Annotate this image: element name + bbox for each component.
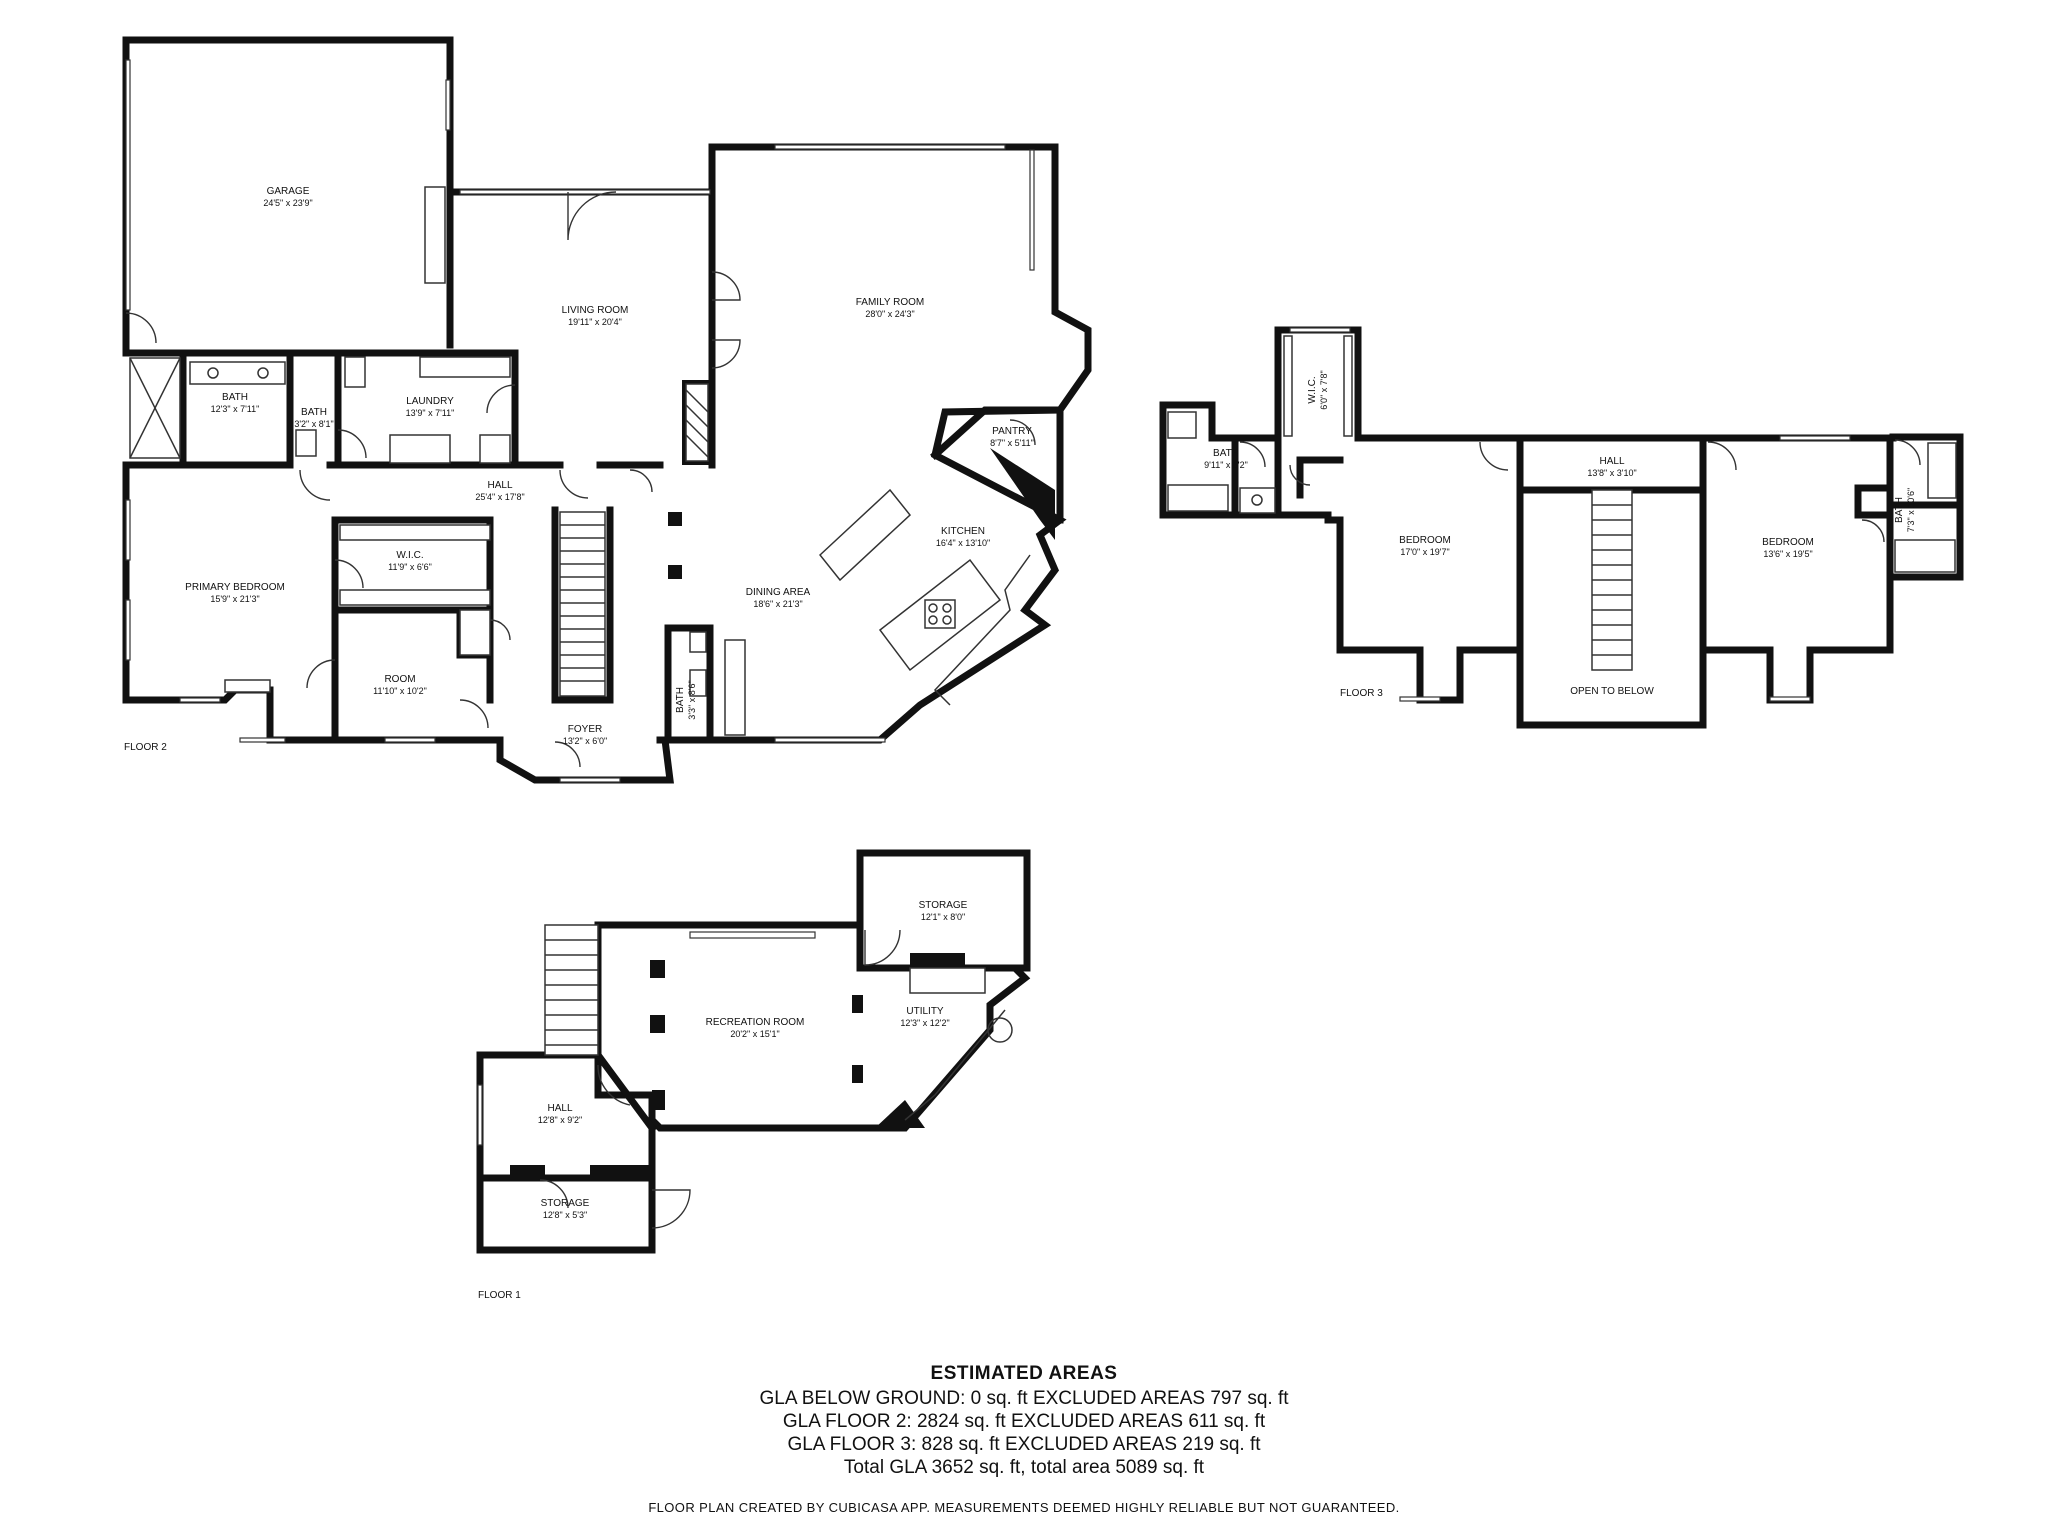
recreation-room-label: RECREATION ROOM: [706, 1017, 805, 1028]
floor-1-plan: STORAGE 12'1" x 8'0" RECREATION ROOM 20'…: [476, 849, 1031, 1301]
floor-3-bath-left-dimensions: 9'11" x 8'2": [1204, 460, 1248, 470]
family-room-walls: [656, 143, 1092, 744]
pantry-walls: [930, 406, 1064, 524]
floor-3-wic-dimensions: 6'0" x 7'8": [1319, 370, 1329, 409]
floor-1-hall-dimensions: 12'8" x 9'2": [538, 1115, 582, 1125]
foyer-bath-walls: [664, 624, 714, 744]
area-line-below-ground: GLA BELOW GROUND: 0 sq. ft EXCLUDED AREA…: [759, 1388, 1289, 1409]
bath-main-dimensions: 12'3" x 7'11": [211, 404, 260, 414]
area-line-floor-3: GLA FLOOR 3: 828 sq. ft EXCLUDED AREAS 2…: [787, 1434, 1261, 1455]
floor-1-storage-top-label: STORAGE: [919, 900, 968, 911]
floor-3-hall-label: HALL: [1599, 456, 1624, 467]
utility-dimensions: 12'3" x 12'2": [900, 1018, 949, 1028]
estimated-areas-title: ESTIMATED AREAS: [930, 1363, 1118, 1384]
floor-3-hall-dimensions: 13'8" x 3'10": [1587, 468, 1636, 478]
floor-3-walls: [1159, 326, 1964, 729]
open-to-below-label: OPEN TO BELOW: [1570, 686, 1654, 697]
kitchen-dimensions: 16'4" x 13'10": [936, 538, 990, 548]
dining-area-dimensions: 18'6" x 21'3": [753, 599, 802, 609]
garage-label: GARAGE: [267, 186, 310, 197]
floor-1-hall-walls: [476, 1051, 656, 1254]
wic-dimensions: 11'9" x 6'6": [388, 562, 432, 572]
floor-3-bedroom-left-dimensions: 17'0" x 19'7": [1400, 547, 1449, 557]
floor-1-hall-label: HALL: [547, 1103, 572, 1114]
floor-3-label: FLOOR 3: [1340, 688, 1383, 699]
floor-3-plan: W.I.C. 6'0" x 7'8" BATH 9'11" x 8'2" HAL…: [1159, 326, 1964, 729]
stairs: [559, 511, 606, 697]
laundry-label: LAUNDRY: [406, 396, 454, 407]
floor-3-wic-label: W.I.C.: [1307, 376, 1318, 403]
foyer-bath-label: BATH: [675, 687, 686, 713]
bath-main-label: BATH: [222, 392, 248, 403]
floor-3-bath-right-dimensions: 7'3" x 10'6": [1906, 488, 1916, 532]
bath-small-label: BATH: [301, 407, 327, 418]
kitchen-island: [818, 488, 1002, 672]
garage-step: [424, 186, 446, 284]
utility-label: UTILITY: [906, 1006, 944, 1017]
kitchen-label: KITCHEN: [941, 526, 985, 537]
laundry-dimensions: 13'9" x 7'11": [406, 408, 455, 418]
foyer-bath-dimensions: 3'3" x 8'6": [687, 680, 697, 719]
family-room-label: FAMILY ROOM: [856, 297, 925, 308]
floor-3-bedroom-left-label: BEDROOM: [1399, 535, 1451, 546]
recreation-room-dimensions: 20'2" x 15'1": [730, 1029, 779, 1039]
hall-dimensions: 25'4" x 17'8": [475, 492, 524, 502]
primary-bedroom-dimensions: 15'9" x 21'3": [210, 594, 259, 604]
floor-3-stairs: [1592, 504, 1632, 656]
primary-bedroom-label: PRIMARY BEDROOM: [185, 582, 285, 593]
foyer-label: FOYER: [568, 724, 602, 735]
stair-walls: [551, 506, 614, 704]
living-room-label: LIVING ROOM: [562, 305, 629, 316]
family-room-dimensions: 28'0" x 24'3": [865, 309, 914, 319]
floor-3-bedroom-right-dimensions: 13'6" x 19'5": [1763, 549, 1812, 559]
hall-label: HALL: [487, 480, 512, 491]
dining-area-label: DINING AREA: [746, 587, 811, 598]
estimated-areas: ESTIMATED AREAS GLA BELOW GROUND: 0 sq. …: [574, 1363, 1474, 1479]
area-line-total: Total GLA 3652 sq. ft, total area 5089 s…: [843, 1457, 1205, 1478]
foyer-walls: [496, 736, 674, 784]
floor-3-bath-right-label: BATH: [1894, 497, 1905, 523]
bath-laundry-walls: [122, 349, 519, 469]
pantry-cabinet: [990, 448, 1055, 540]
pantry-label: PANTRY: [992, 426, 1032, 437]
wic-label: W.I.C.: [396, 550, 423, 561]
garage-dimensions: 24'5" x 23'9": [263, 198, 312, 208]
pantry-dimensions: 8'7" x 5'11": [990, 438, 1034, 448]
area-line-floor-2: GLA FLOOR 2: 2824 sq. ft EXCLUDED AREAS …: [782, 1411, 1266, 1432]
foyer-dimensions: 13'2" x 6'0": [563, 736, 607, 746]
floor-1-label: FLOOR 1: [478, 1290, 521, 1301]
floor-2-plan: GARAGE 24'5" x 23'9" LIVING ROOM 19'11" …: [122, 36, 1092, 784]
floor-1-storage-bottom-label: STORAGE: [541, 1198, 590, 1209]
floor-3-bath-left-label: BATH: [1213, 448, 1239, 459]
floor-3-bedroom-right-label: BEDROOM: [1762, 537, 1814, 548]
disclaimer: FLOOR PLAN CREATED BY CUBICASA APP. MEAS…: [648, 1500, 1400, 1515]
floor-1-stairs: [544, 924, 599, 1056]
floor-1-storage-bottom-dimensions: 12'8" x 5'3": [543, 1210, 587, 1220]
floor-1-storage-top-dimensions: 12'1" x 8'0": [921, 912, 965, 922]
room-label: ROOM: [384, 674, 415, 685]
room-dimensions: 11'10" x 10'2": [373, 686, 427, 696]
floor-2-label: FLOOR 2: [124, 742, 167, 753]
living-room-dimensions: 19'11" x 20'4": [568, 317, 622, 327]
bath-small-dimensions: 3'2" x 8'1": [294, 419, 333, 429]
